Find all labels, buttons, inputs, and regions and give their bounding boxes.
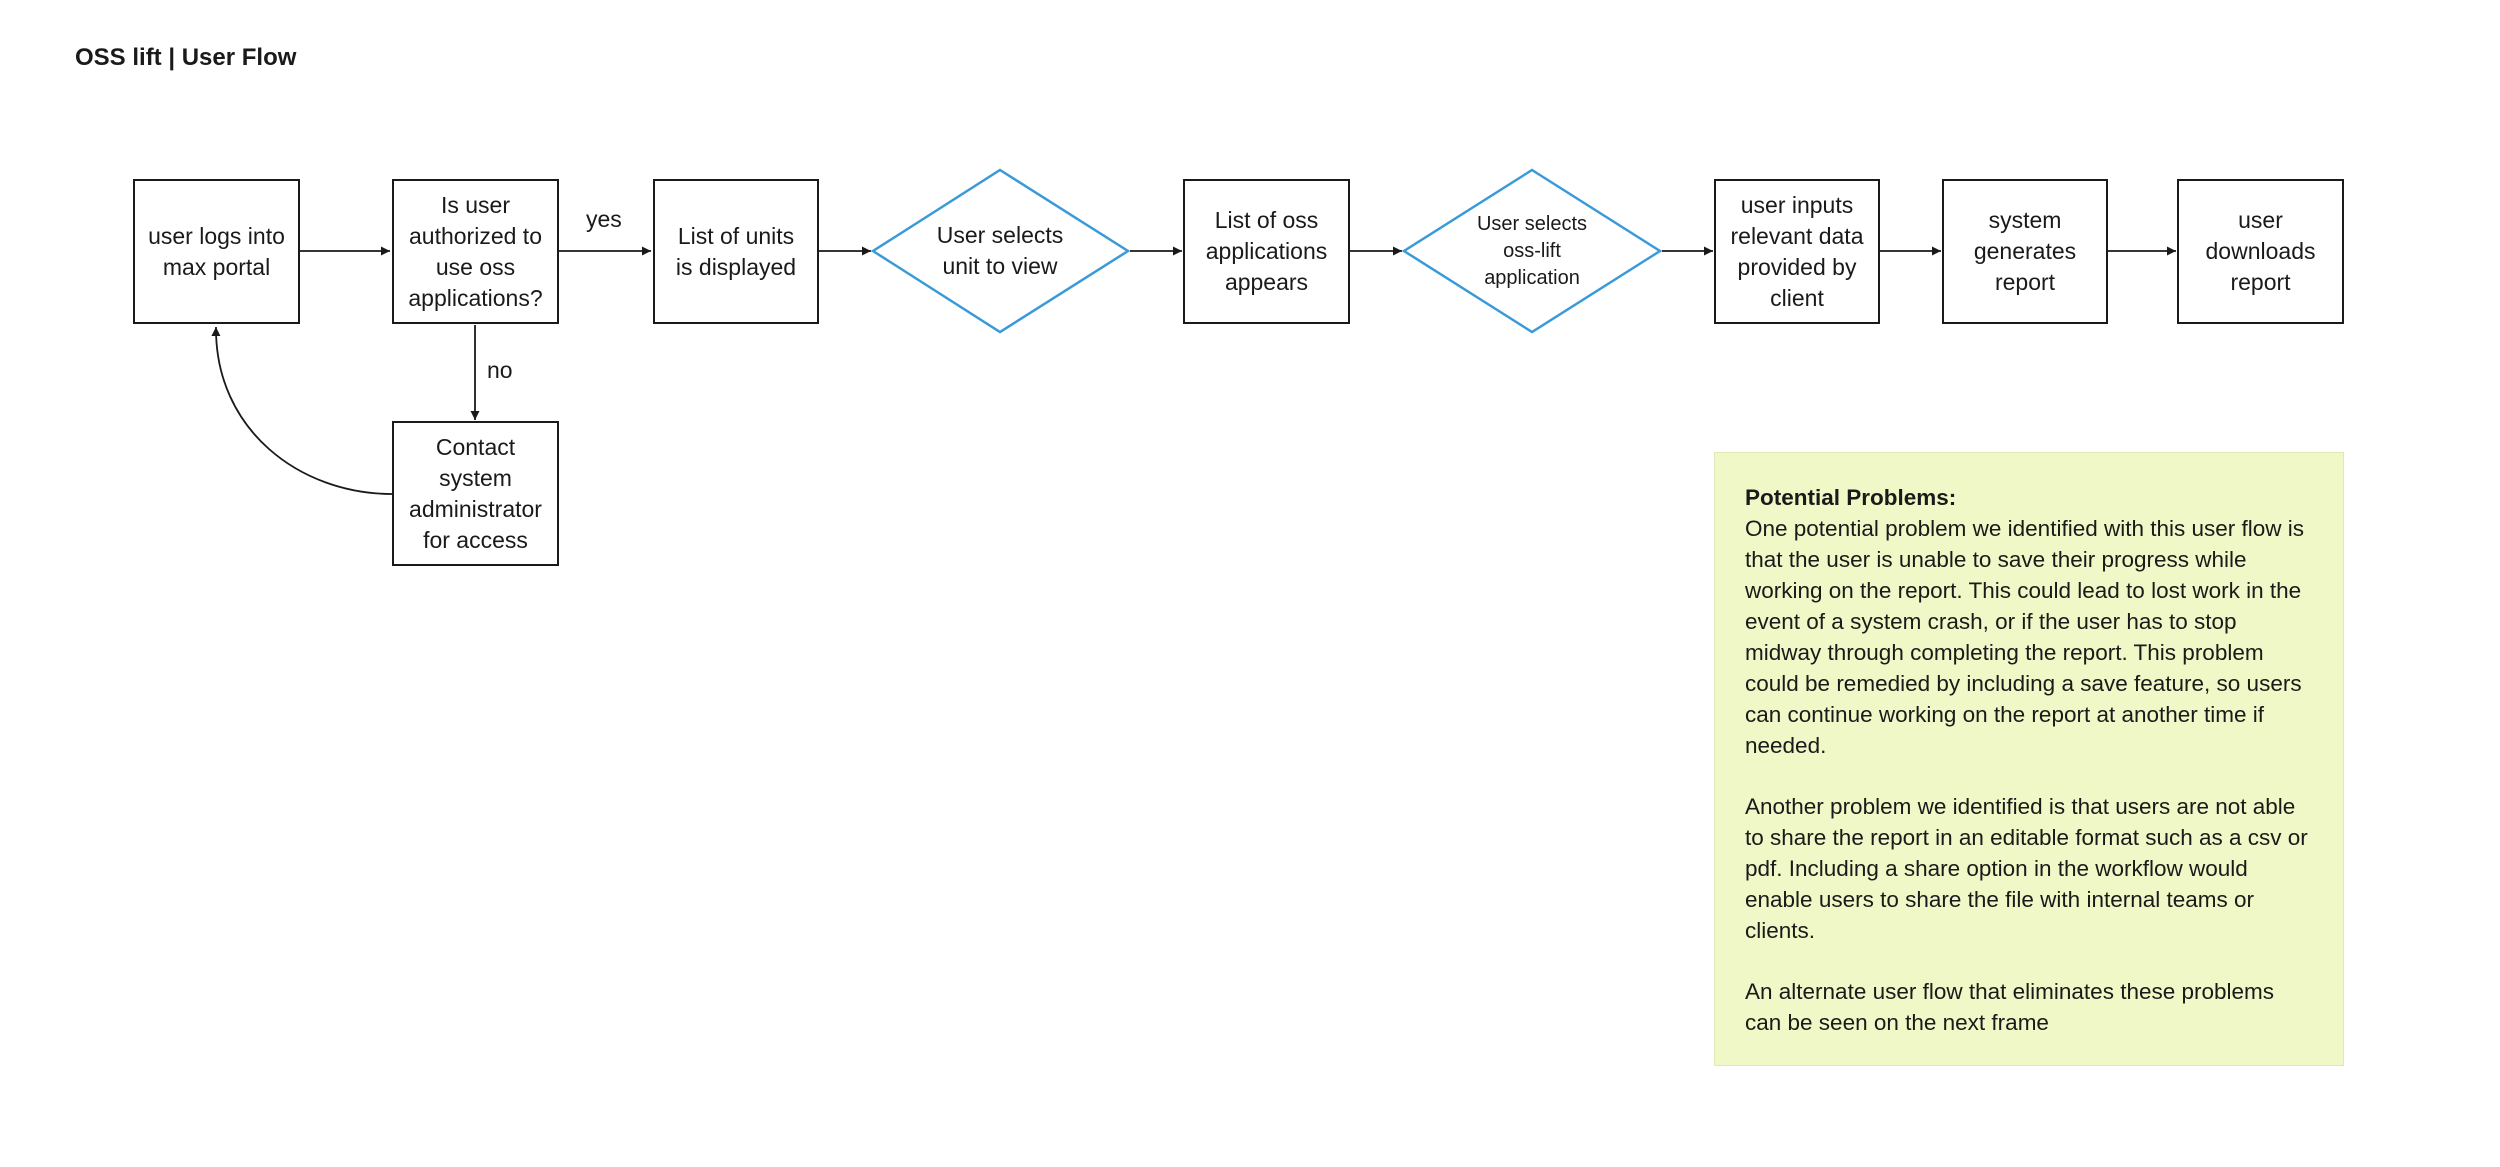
node-user-logs-in: user logs into max portal bbox=[133, 179, 300, 324]
edge-label-no: no bbox=[487, 357, 513, 383]
page-title: OSS lift | User Flow bbox=[75, 44, 297, 71]
decision-diamond-select-app bbox=[1401, 168, 1663, 334]
node-units-list: List of units is displayed bbox=[653, 179, 819, 324]
potential-problems-note: Potential Problems: One potential proble… bbox=[1714, 452, 2344, 1066]
note-paragraph-save: One potential problem we identified with… bbox=[1745, 516, 2305, 758]
note-paragraph-alternate: An alternate user flow that eliminates t… bbox=[1745, 979, 2275, 1035]
node-select-unit: User selects unit to view bbox=[936, 222, 1064, 279]
node-user-inputs: user inputs relevant data provided by cl… bbox=[1714, 179, 1880, 324]
node-system-generates: system generates report bbox=[1942, 179, 2108, 324]
node-user-downloads: user downloads report bbox=[2177, 179, 2344, 324]
note-heading: Potential Problems: bbox=[1745, 485, 1957, 510]
node-authorization-check: Is user authorized to use oss applicatio… bbox=[392, 179, 559, 324]
edge-label-yes: yes bbox=[586, 206, 622, 232]
node-select-app: User selects oss-lift application bbox=[1476, 212, 1588, 289]
node-apps-list: List of oss applications appears bbox=[1183, 179, 1350, 324]
node-contact-admin: Contact system administrator for access bbox=[392, 421, 559, 566]
note-paragraph-share: Another problem we identified is that us… bbox=[1745, 794, 2308, 943]
decision-diamond-select-unit bbox=[870, 168, 1131, 334]
arrow-contact-to-login bbox=[211, 326, 393, 495]
